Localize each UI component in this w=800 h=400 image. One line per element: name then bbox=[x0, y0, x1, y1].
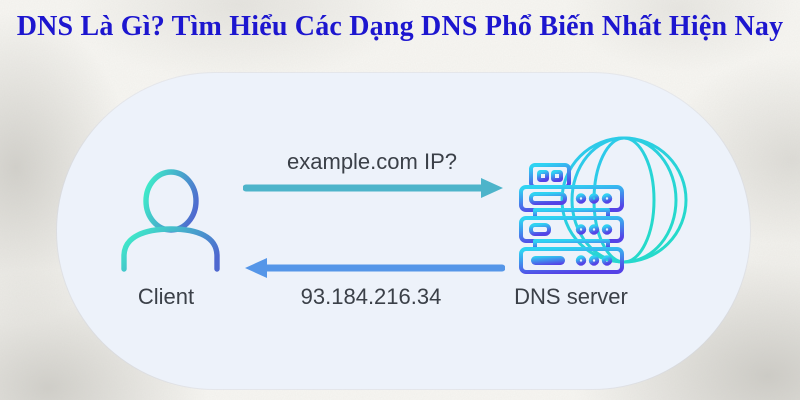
server-label: DNS server bbox=[514, 284, 628, 309]
server-rack-icon bbox=[519, 163, 624, 274]
server-rack-globe-icon bbox=[519, 136, 688, 274]
person-icon bbox=[121, 169, 220, 272]
client-label: Client bbox=[137, 284, 195, 309]
response-ip-label: 93.184.216.34 bbox=[300, 284, 442, 309]
query-label: example.com IP? bbox=[287, 149, 457, 174]
arrow-right-icon bbox=[243, 178, 503, 198]
page-title: DNS Là Gì? Tìm Hiểu Các Dạng DNS Phổ Biế… bbox=[16, 11, 784, 42]
arrow-left-icon bbox=[245, 258, 505, 278]
